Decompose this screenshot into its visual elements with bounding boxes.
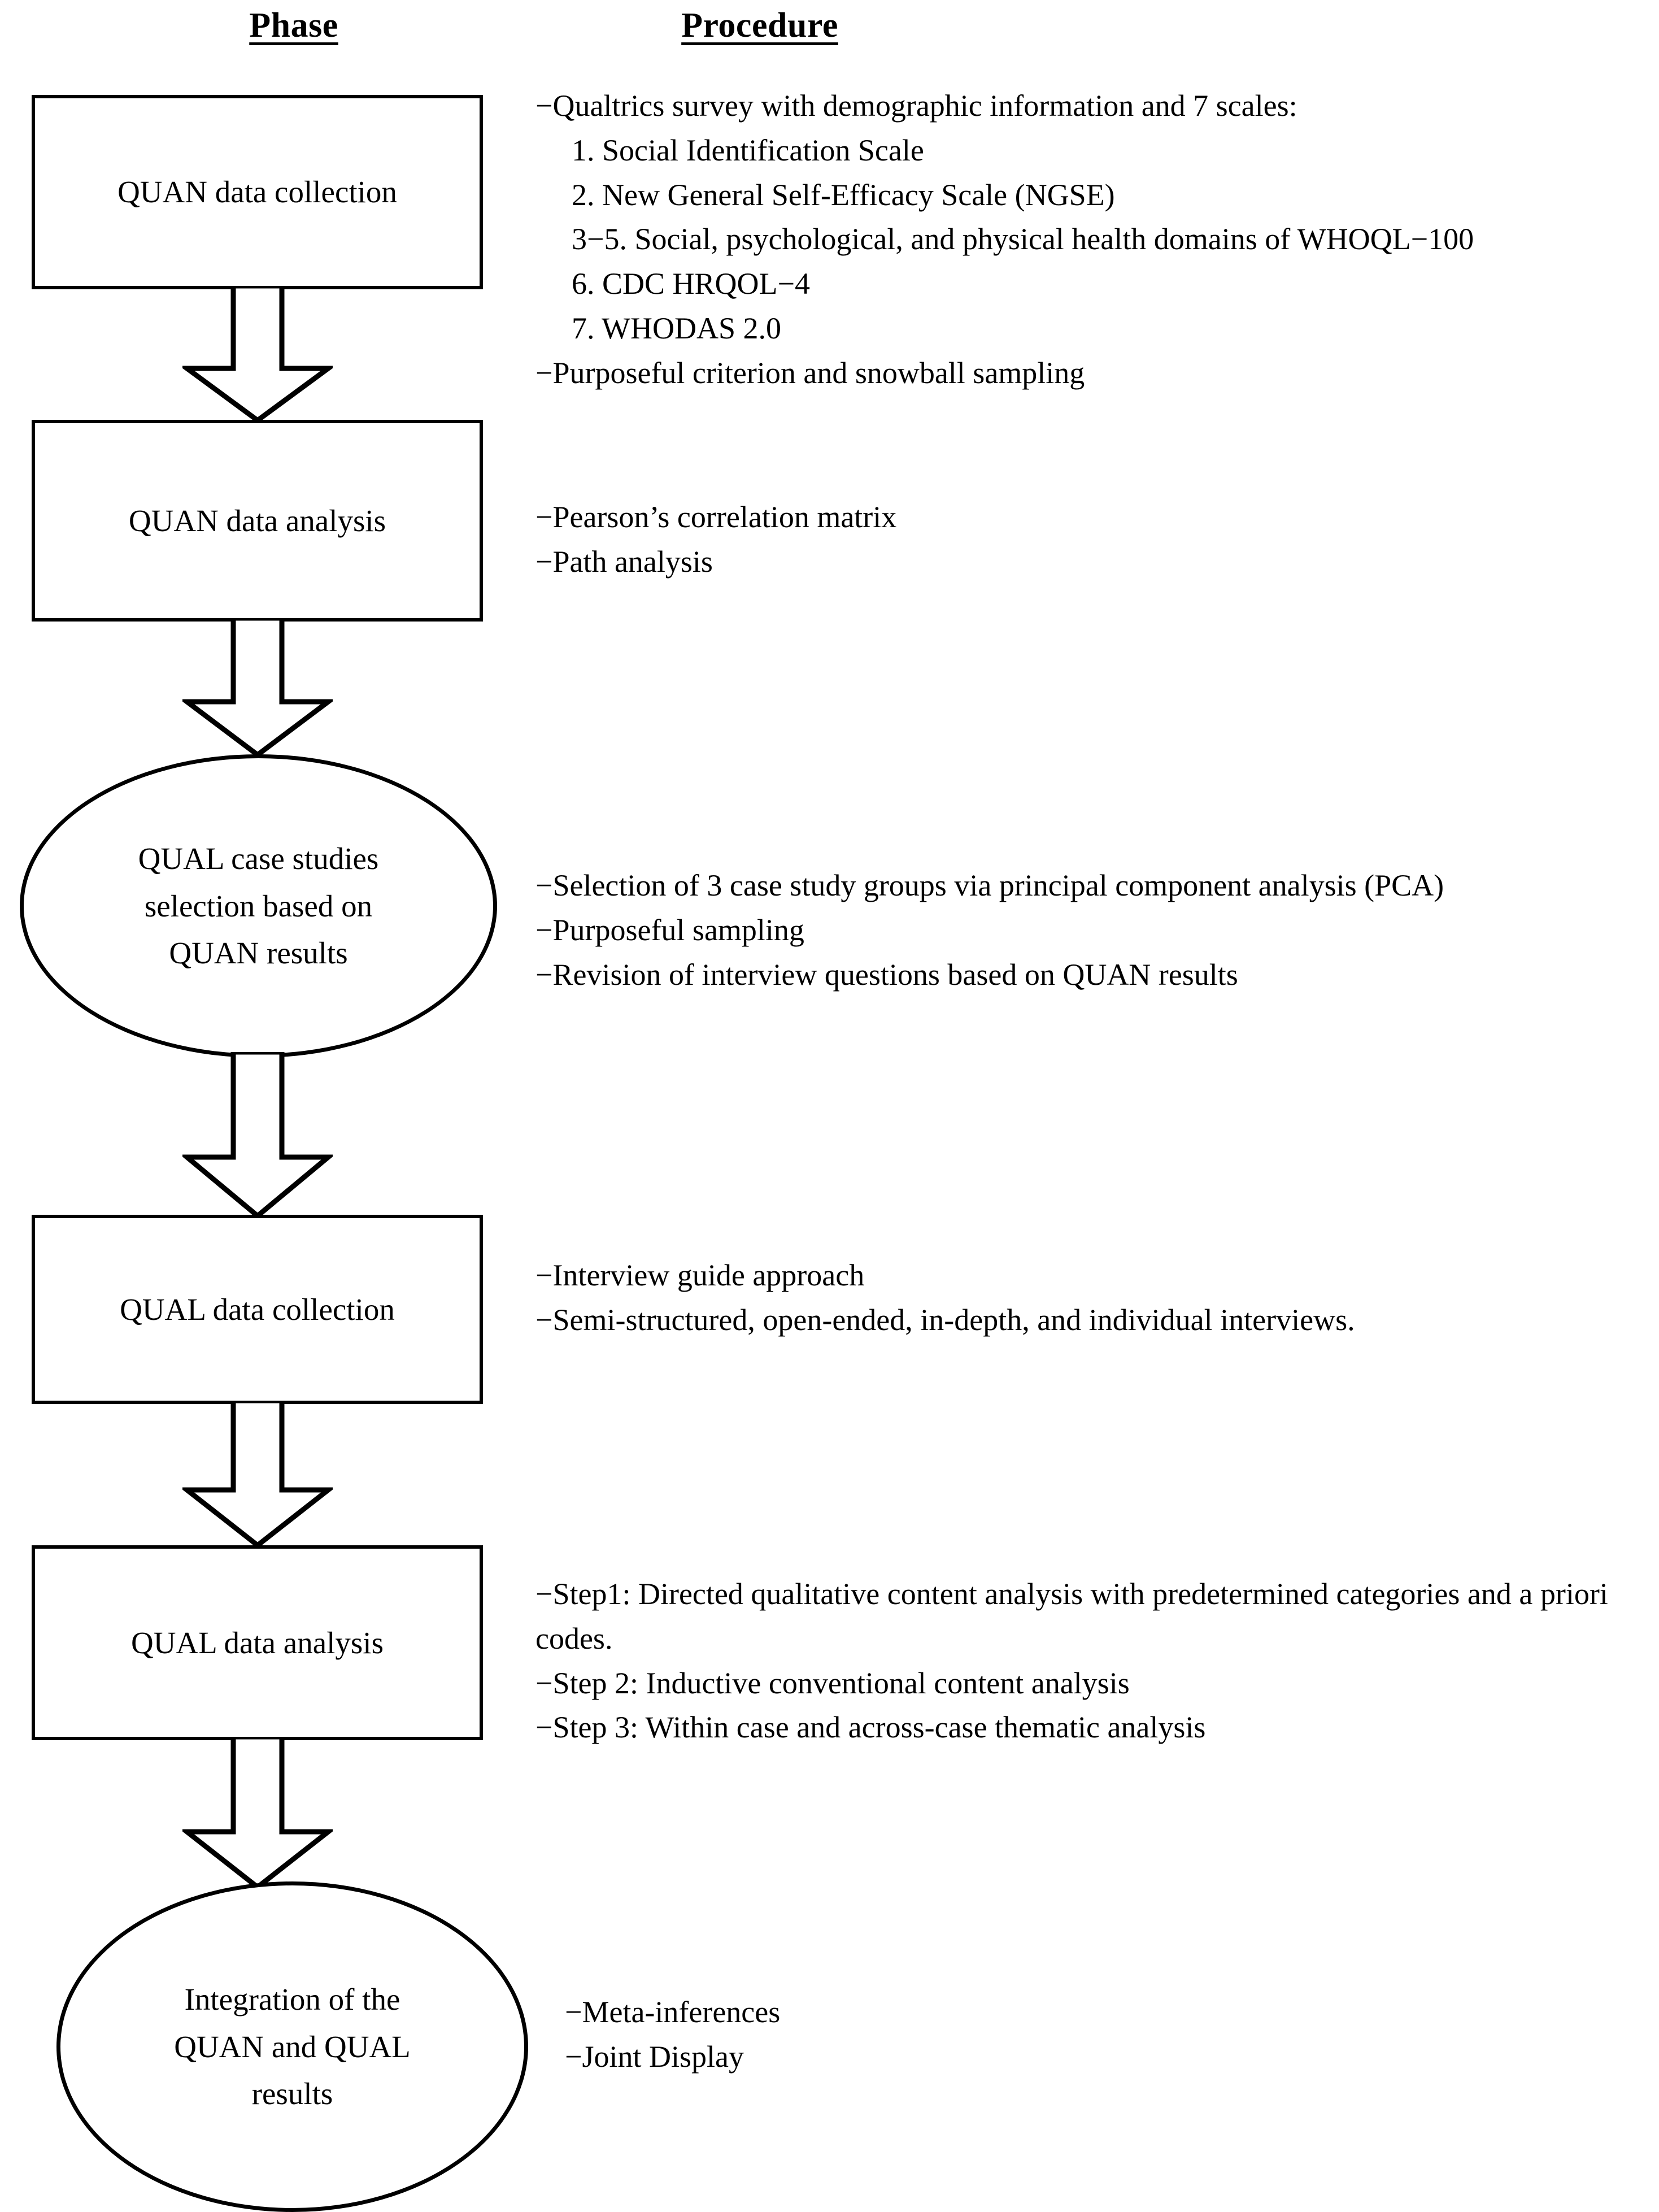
- procedure-line: −Purposeful sampling: [535, 912, 804, 947]
- phase-label-line: Integration of the: [184, 1982, 400, 2017]
- procedure-line: 7. WHODAS 2.0: [572, 311, 782, 346]
- phase-box-quan-data-analysis: QUAN data analysis: [32, 420, 483, 622]
- procedure-line: −Interview guide approach: [535, 1258, 865, 1292]
- phase-box-qual-data-collection: QUAL data collection: [32, 1215, 483, 1404]
- arrow-down-icon: [182, 1052, 333, 1219]
- phase-label-line: results: [251, 2076, 333, 2111]
- procedure-block-quan-data-analysis: −Pearson’s correlation matrix −Path anal…: [535, 495, 1643, 584]
- phase-label-qual-case-studies-selection: QUAL case studies selection based on QUA…: [124, 835, 394, 977]
- phase-label-integration-quan-qual: Integration of the QUAN and QUAL results: [159, 1976, 425, 2118]
- procedure-line: 1. Social Identification Scale: [572, 133, 924, 167]
- procedure-block-qual-data-collection: −Interview guide approach −Semi-structur…: [535, 1253, 1643, 1342]
- arrow-down-icon: [182, 618, 333, 758]
- procedure-line: 3−5. Social, psychological, and physical…: [572, 222, 1474, 257]
- column-header-phase: Phase: [249, 6, 338, 45]
- phase-label-line: QUAN results: [169, 936, 348, 971]
- procedure-line: −Selection of 3 case study groups via pr…: [535, 868, 1444, 902]
- procedure-line: −Step 3: Within case and across-case the…: [535, 1710, 1206, 1745]
- phase-label-qual-data-analysis: QUAL data analysis: [130, 1625, 384, 1660]
- procedure-block-qual-data-analysis: −Step1: Directed qualitative content ana…: [535, 1572, 1657, 1750]
- phase-ellipse-integration-quan-qual: Integration of the QUAN and QUAL results: [56, 1881, 528, 2212]
- procedure-line: −Step1: Directed qualitative content ana…: [535, 1577, 1608, 1655]
- procedure-block-quan-data-collection: −Qualtrics survey with demographic infor…: [535, 84, 1643, 396]
- procedure-line: −Joint Display: [565, 2039, 744, 2074]
- arrow-down-icon: [182, 1737, 333, 1891]
- arrow-down-icon: [182, 1401, 333, 1549]
- phase-label-line: QUAN and QUAL: [174, 2029, 411, 2064]
- procedure-line: −Qualtrics survey with demographic infor…: [535, 89, 1297, 123]
- procedure-line: 6. CDC HRQOL−4: [572, 267, 810, 301]
- phase-label-line: selection based on: [144, 888, 373, 923]
- procedure-block-integration-quan-qual: −Meta-inferences −Joint Display: [565, 1990, 1638, 2079]
- arrow-down-icon: [182, 286, 333, 424]
- phase-label-quan-data-analysis: QUAN data analysis: [128, 503, 386, 538]
- procedure-line: −Step 2: Inductive conventional content …: [535, 1666, 1130, 1700]
- phase-box-quan-data-collection: QUAN data collection: [32, 95, 483, 289]
- phase-ellipse-qual-case-studies-selection: QUAL case studies selection based on QUA…: [20, 754, 497, 1058]
- phase-label-quan-data-collection: QUAN data collection: [117, 175, 397, 210]
- column-header-procedure: Procedure: [681, 6, 838, 45]
- phase-label-qual-data-collection: QUAL data collection: [120, 1292, 395, 1327]
- procedure-line: −Semi-structured, open-ended, in-depth, …: [535, 1302, 1355, 1337]
- procedure-line: −Pearson’s correlation matrix: [535, 500, 897, 534]
- phase-label-line: QUAL case studies: [138, 841, 379, 876]
- procedure-line: −Revision of interview questions based o…: [535, 957, 1238, 992]
- procedure-block-qual-case-studies-selection: −Selection of 3 case study groups via pr…: [535, 863, 1643, 997]
- procedure-line: −Path analysis: [535, 544, 713, 579]
- procedure-line: 2. New General Self-Efficacy Scale (NGSE…: [572, 177, 1115, 212]
- procedure-line: −Meta-inferences: [565, 1995, 781, 2029]
- procedure-line: −Purposeful criterion and snowball sampl…: [535, 355, 1085, 390]
- phase-box-qual-data-analysis: QUAL data analysis: [32, 1545, 483, 1740]
